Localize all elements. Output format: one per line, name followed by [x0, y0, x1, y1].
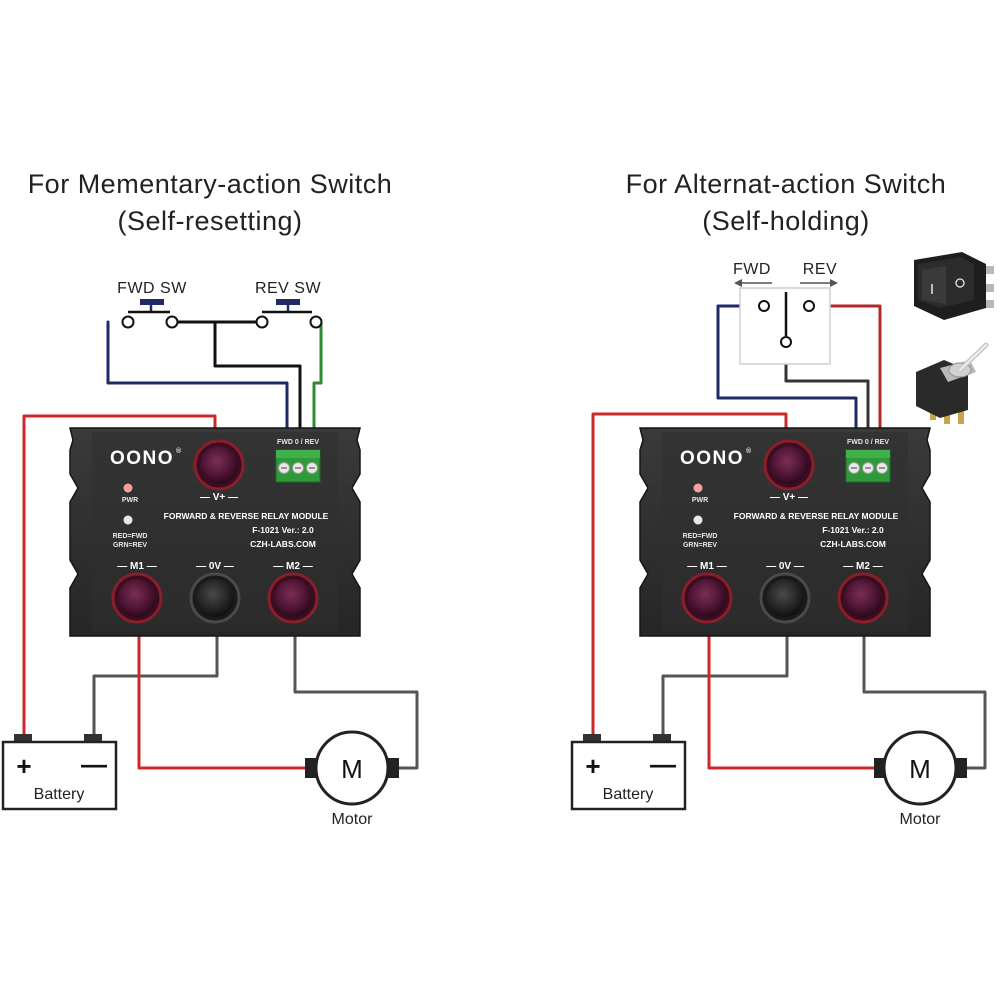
left-battery-minus: — [81, 749, 107, 779]
right-panel: For Alternat-action Switch (Self-holding… [570, 169, 994, 828]
left-wire-fwd [106, 320, 289, 458]
left-module-terminal-label: FWD 0 / REV [277, 439, 319, 446]
left-module-website: CZH-LABS.COM [250, 539, 316, 549]
left-module-m2: — M2 — [273, 561, 312, 572]
left-module-m1: — M1 — [117, 561, 156, 572]
right-relay-module: OONO ® PWR RED=FWD GRN=REV — V+ — FORWAR… [638, 426, 932, 638]
right-battery-minus: — [650, 749, 676, 779]
left-module-pwr: PWR [122, 497, 138, 504]
right-title-line2: (Self-holding) [702, 206, 870, 236]
left-module-brand: OONO [110, 448, 174, 469]
right-module-0v: — 0V — [766, 561, 804, 572]
left-wire-m2-motor [293, 623, 419, 770]
right-module-terminal-label: FWD 0 / REV [847, 439, 889, 446]
left-relay-module: OONO ® PWR RED=FWD GRN=REV — V+ — FORWAR… [68, 426, 362, 638]
right-wire-m2-motor [862, 623, 987, 770]
right-wire-rev [807, 304, 882, 458]
left-fwd-switch [121, 299, 179, 329]
left-fwd-switch-label: FWD SW [117, 280, 187, 297]
right-module-vplus: — V+ — [770, 492, 808, 503]
left-battery-label: Battery [34, 786, 85, 803]
right-rev-switch-label: REV [803, 261, 837, 278]
left-motor-label: Motor [332, 811, 374, 828]
right-module-website: CZH-LABS.COM [820, 539, 886, 549]
right-module-pwr: PWR [692, 497, 708, 504]
left-module-legend1: RED=FWD [113, 533, 148, 540]
right-latching-switch [734, 279, 838, 365]
left-rev-switch [255, 299, 323, 329]
right-title-line1: For Alternat-action Switch [626, 169, 947, 199]
right-module-m1: — M1 — [687, 561, 726, 572]
right-module-legend1: RED=FWD [683, 533, 718, 540]
left-wire-zero [213, 320, 302, 458]
right-wire-battery-plus [591, 412, 788, 744]
rocker-switch-image [914, 252, 994, 320]
right-module-registered: ® [746, 447, 752, 455]
left-module-vplus: — V+ — [200, 492, 238, 503]
right-module-legend2: GRN=REV [683, 542, 717, 549]
right-wire-m1-motor [707, 623, 879, 770]
left-wire-m1-motor [137, 623, 309, 770]
left-module-0v: — 0V — [196, 561, 234, 572]
left-module-model: F-1021 Ver.: 2.0 [252, 525, 314, 535]
right-module-name: FORWARD & REVERSE RELAY MODULE [734, 511, 899, 521]
left-module-legend2: GRN=REV [113, 542, 147, 549]
left-rev-switch-label: REV SW [255, 280, 322, 297]
left-battery: + — Battery [1, 734, 118, 811]
left-wire-battery-minus [92, 623, 219, 744]
left-motor-symbol: M [341, 754, 363, 784]
right-module-brand: OONO [680, 448, 744, 469]
right-module-model: F-1021 Ver.: 2.0 [822, 525, 884, 535]
right-wire-fwd [716, 304, 858, 458]
left-module-registered: ® [176, 447, 182, 455]
left-title-line2: (Self-resetting) [117, 206, 302, 236]
right-fwd-switch-label: FWD [733, 261, 771, 278]
left-battery-plus: + [16, 751, 31, 781]
left-motor: M Motor [305, 730, 399, 828]
left-wire-rev [312, 320, 323, 458]
right-motor: M Motor [874, 730, 967, 828]
right-wires [591, 304, 987, 770]
right-motor-label: Motor [900, 811, 942, 828]
right-wire-battery-minus [661, 623, 789, 744]
right-battery-label: Battery [603, 786, 654, 803]
left-module-name: FORWARD & REVERSE RELAY MODULE [164, 511, 329, 521]
toggle-switch-image [916, 342, 989, 424]
right-module-m2: — M2 — [843, 561, 882, 572]
right-motor-symbol: M [909, 754, 931, 784]
left-title-line1: For Mementary-action Switch [28, 169, 393, 199]
right-battery-plus: + [585, 751, 600, 781]
left-panel: For Mementary-action Switch (Self-resett… [1, 169, 419, 828]
right-battery: + — Battery [570, 734, 687, 811]
